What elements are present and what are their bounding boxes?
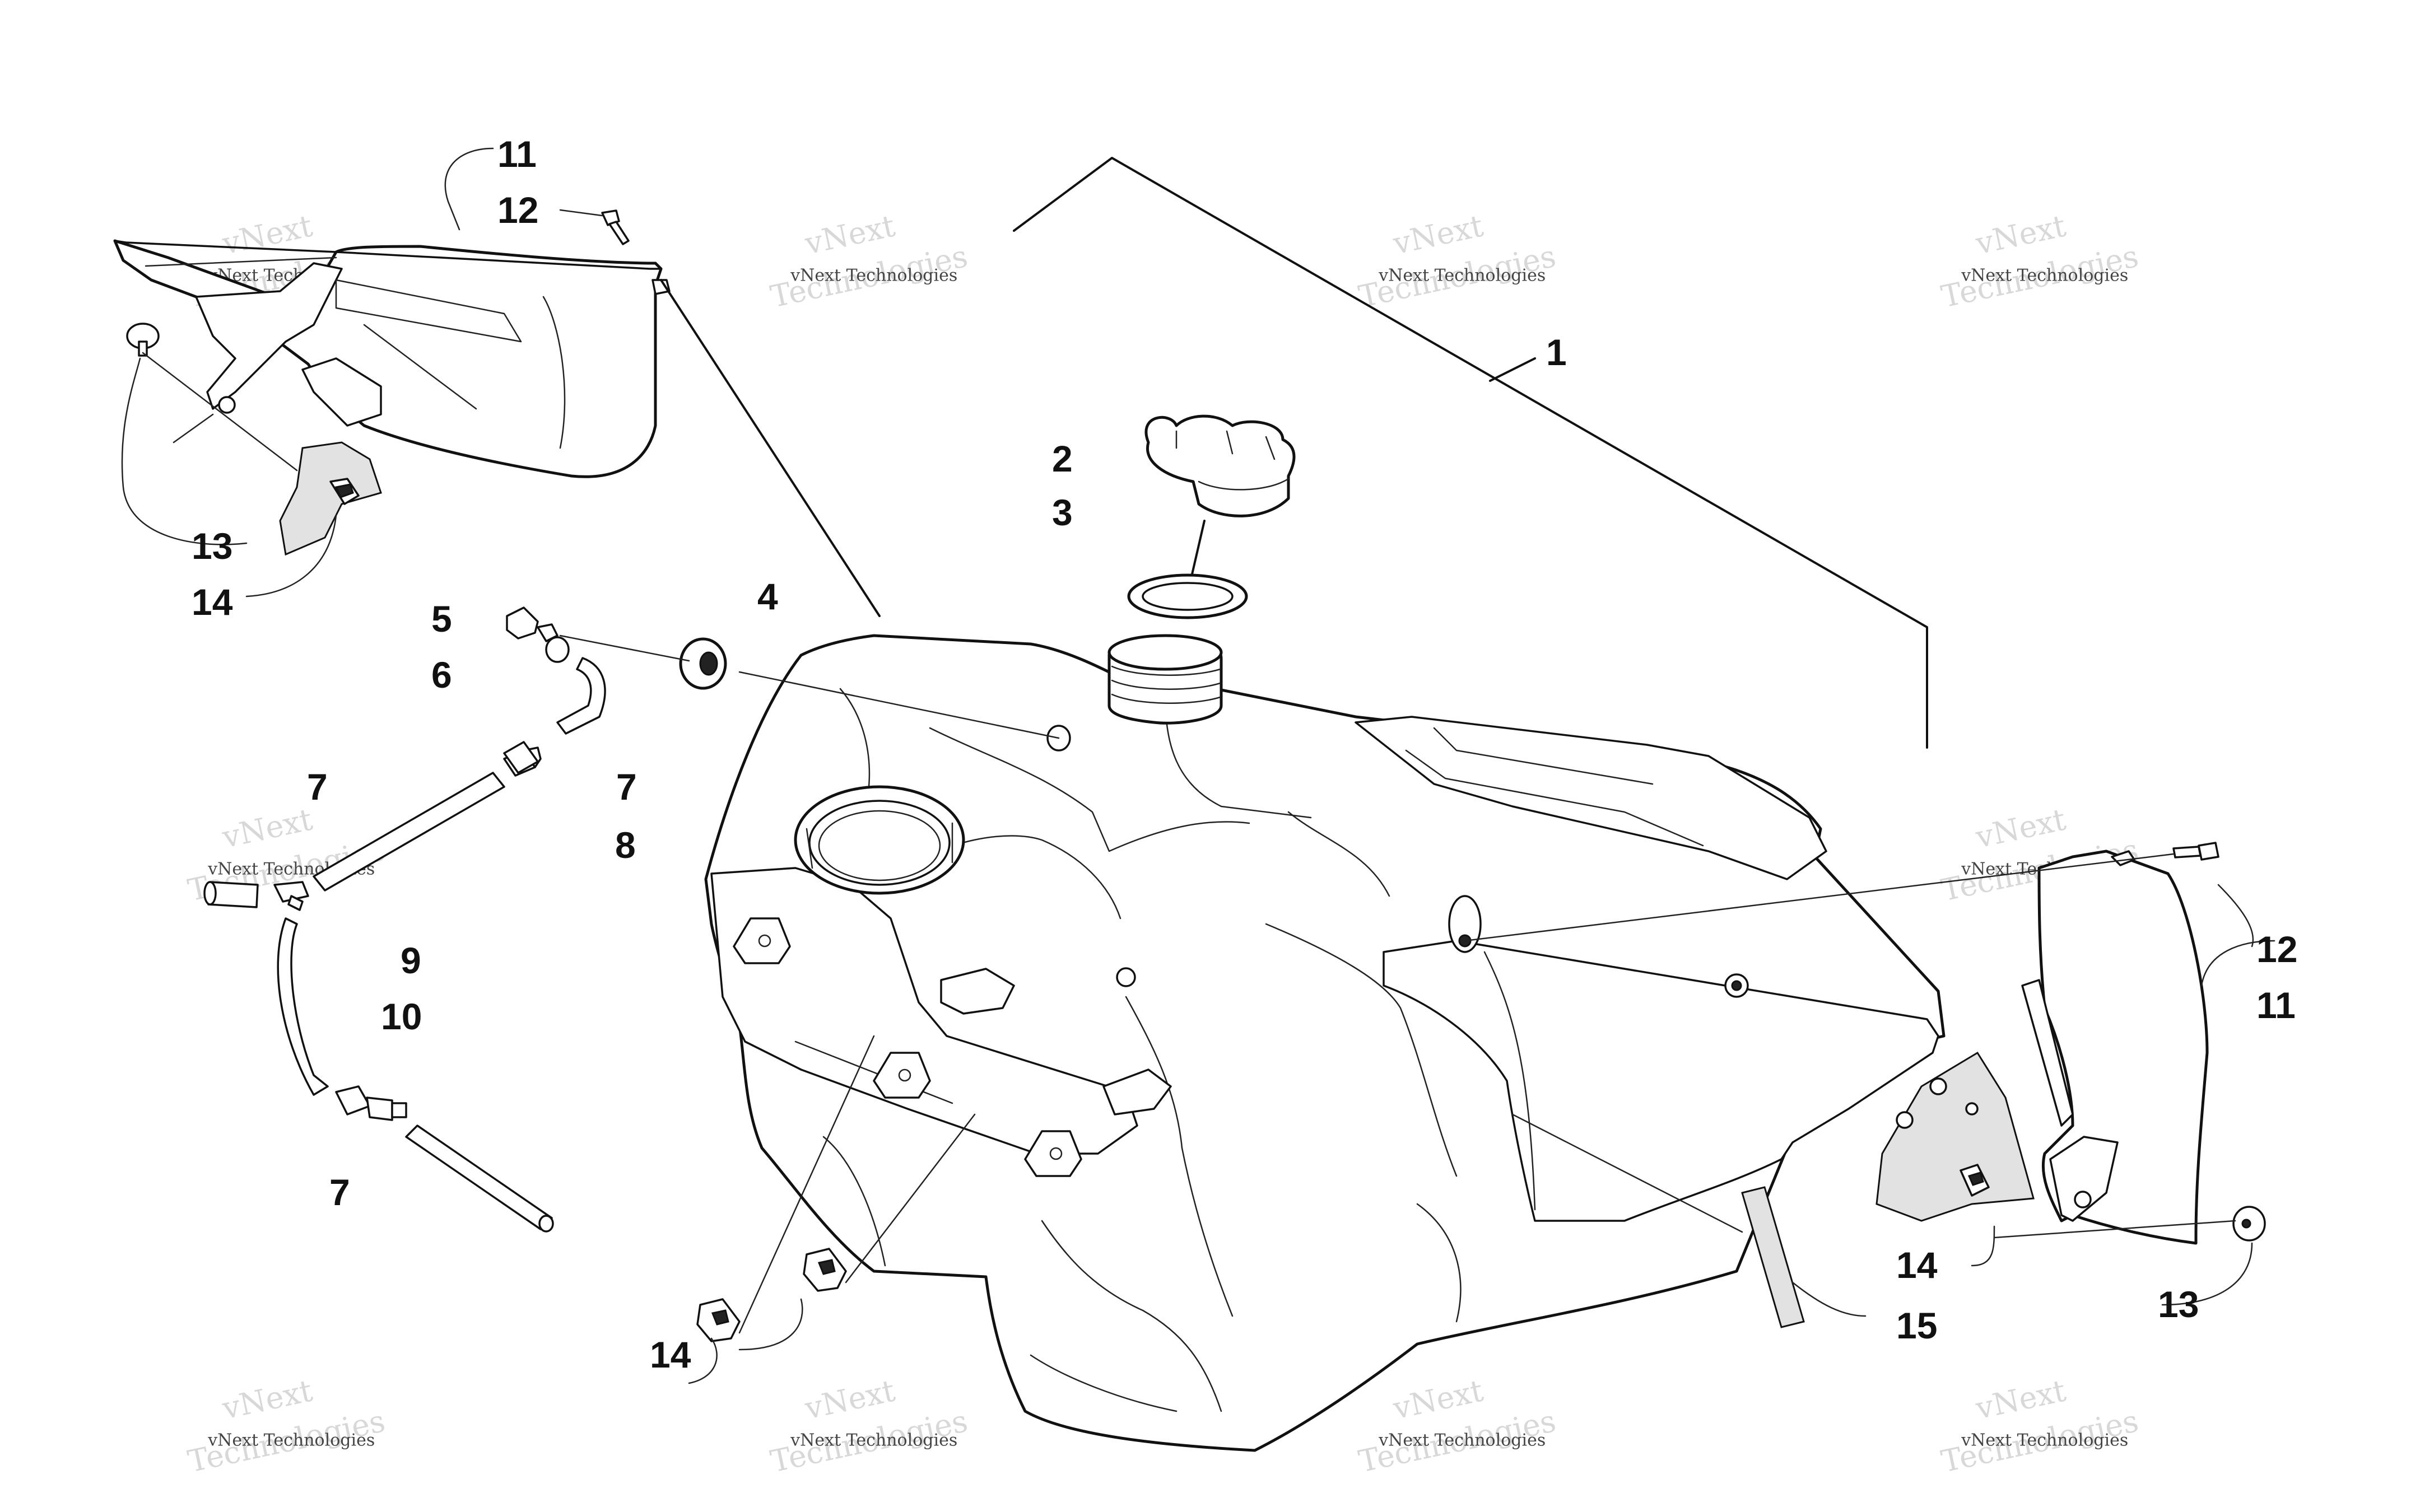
watermark-word-top: vNext bbox=[1972, 1373, 2069, 1426]
watermark-label: vNext Technologies bbox=[790, 1430, 957, 1450]
callout-1: 1 bbox=[1546, 332, 1567, 373]
right-side-panel bbox=[2021, 850, 2209, 1245]
callout-10: 10 bbox=[381, 996, 422, 1037]
callout-labels: 1 2 3 4 5 6 7 7 7 8 9 10 11 11 12 12 13 … bbox=[192, 133, 2297, 1375]
fuel-cap bbox=[1144, 414, 1296, 517]
left-grommet bbox=[126, 323, 160, 357]
center-clip-lower bbox=[803, 1248, 847, 1292]
check-valve bbox=[335, 1085, 407, 1121]
vent-hose-middle bbox=[313, 772, 505, 892]
watermark-label: vNext Technologies bbox=[1961, 265, 2128, 285]
right-panel-leaders bbox=[1464, 853, 2275, 1306]
vent-hose-upper bbox=[556, 657, 606, 735]
callout-4: 4 bbox=[757, 576, 778, 617]
vent-hose-lower bbox=[277, 917, 329, 1096]
callout-13-left: 13 bbox=[192, 525, 232, 567]
callout-14-left: 14 bbox=[192, 581, 233, 623]
callout-12-left: 12 bbox=[497, 189, 538, 231]
vent-grommet bbox=[679, 637, 727, 690]
callout-11-left: 11 bbox=[497, 133, 537, 175]
watermark-label: vNext Technologies bbox=[790, 265, 957, 285]
watermark-word-top: vNext bbox=[802, 1373, 899, 1426]
watermark-word-top: vNext bbox=[802, 208, 899, 262]
left-mount-bracket bbox=[279, 441, 382, 556]
callout-7a: 7 bbox=[616, 766, 637, 808]
foam-pad-leader bbox=[1511, 1113, 1867, 1317]
right-mount-bracket bbox=[1876, 1051, 2035, 1222]
callout-1-bracket bbox=[1013, 157, 1928, 749]
watermark-word-top: vNext bbox=[1390, 1373, 1487, 1426]
watermark-label: vNext Technologies bbox=[207, 1430, 375, 1450]
watermark-label: vNext Technologies bbox=[1378, 1430, 1546, 1450]
watermark-label: vNext Technologies bbox=[1961, 1430, 2128, 1450]
watermark-word-top: vNext bbox=[1972, 801, 2069, 855]
callout-8: 8 bbox=[615, 824, 636, 866]
vent-tee-connector bbox=[273, 881, 309, 911]
cap-gasket bbox=[1127, 573, 1248, 619]
callout-7b: 7 bbox=[307, 766, 328, 808]
callout-7c: 7 bbox=[329, 1172, 350, 1213]
callout-15: 15 bbox=[1896, 1305, 1937, 1346]
watermark-word-top: vNext bbox=[1390, 208, 1487, 262]
inline-fitting bbox=[503, 741, 539, 774]
vent-fitting bbox=[506, 606, 559, 642]
fuel-tank bbox=[704, 634, 1946, 1452]
watermark-word-top: vNext bbox=[219, 1373, 316, 1426]
vent-hose-tail bbox=[405, 1124, 554, 1233]
callout-14-center: 14 bbox=[650, 1334, 691, 1375]
right-screw bbox=[2172, 842, 2219, 861]
watermark-word-top: vNext bbox=[1972, 208, 2069, 262]
callout-5: 5 bbox=[431, 598, 452, 640]
callout-3: 3 bbox=[1052, 492, 1073, 533]
foam-pad bbox=[1741, 1186, 1805, 1328]
callout-2: 2 bbox=[1052, 438, 1073, 479]
callout-13-right: 13 bbox=[2158, 1284, 2199, 1325]
left-side-panel bbox=[113, 239, 671, 478]
callout-9: 9 bbox=[401, 940, 421, 981]
vent-hose-end bbox=[203, 881, 259, 908]
right-grommet bbox=[2232, 1206, 2266, 1242]
watermark-word-top: vNext bbox=[219, 801, 316, 855]
callout-6: 6 bbox=[431, 654, 452, 696]
vent-leader-line bbox=[559, 634, 1060, 739]
hose-clamp bbox=[545, 636, 570, 663]
watermark-word-top: vNext bbox=[219, 208, 316, 262]
center-clip-upper bbox=[696, 1298, 741, 1342]
callout-11-right: 11 bbox=[2256, 984, 2296, 1026]
callout-12-right: 12 bbox=[2256, 928, 2297, 970]
left-screw bbox=[601, 209, 630, 245]
callout-14-right: 14 bbox=[1896, 1244, 1938, 1286]
watermark-label: vNext Technologies bbox=[1378, 265, 1546, 285]
left-panel-leaders bbox=[121, 147, 881, 617]
center-clip-leaders bbox=[688, 1035, 976, 1384]
